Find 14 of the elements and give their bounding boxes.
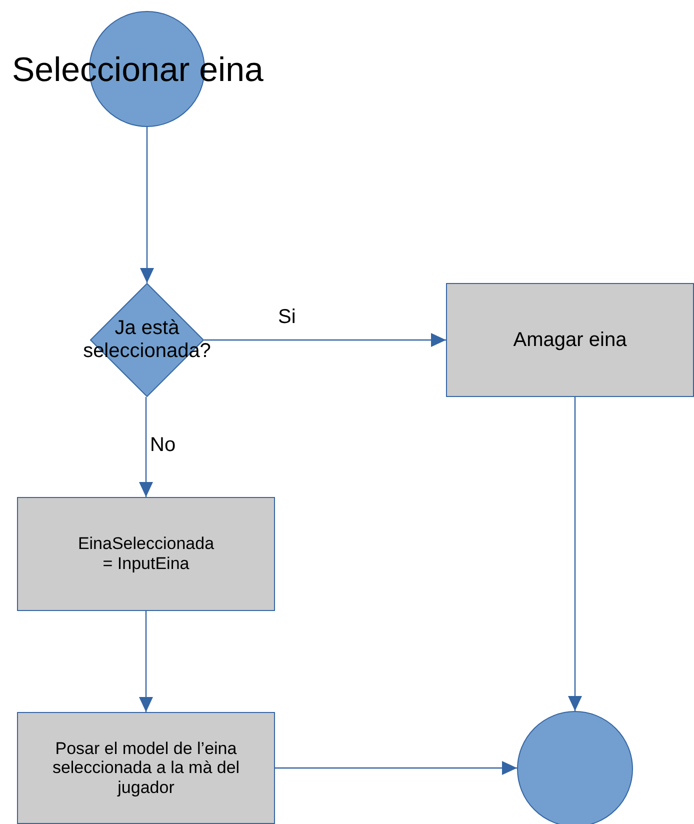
process-box <box>17 497 275 611</box>
process-box <box>17 712 275 824</box>
process-text: Amagar eina <box>513 328 627 352</box>
process-box <box>446 283 694 397</box>
arrow <box>139 397 153 497</box>
arrow <box>139 611 153 712</box>
edge-label: No <box>150 434 176 457</box>
process-text: Posar el model de l’eina seleccionada a la mà del jugador <box>51 738 241 798</box>
arrow <box>204 333 446 347</box>
arrow <box>140 127 154 283</box>
edge-label: Si <box>278 306 296 329</box>
process-text: EinaSeleccionada = InputEina <box>76 534 216 574</box>
arrow <box>568 397 582 711</box>
arrow <box>275 761 517 775</box>
